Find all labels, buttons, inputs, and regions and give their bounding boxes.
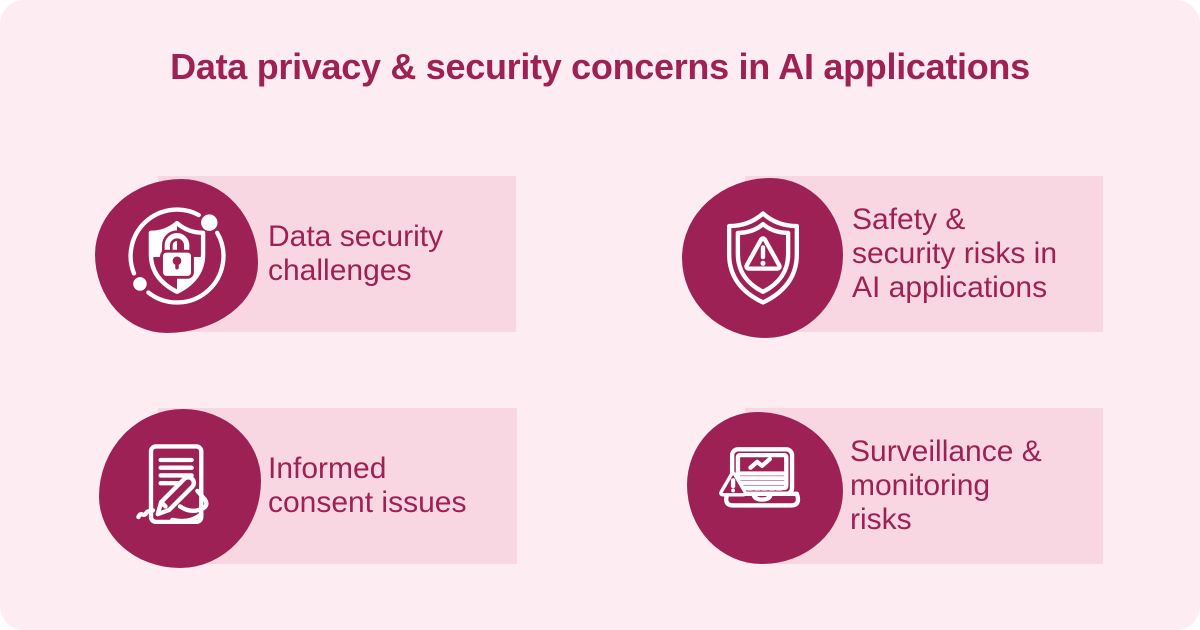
laptop-warning-icon (719, 447, 801, 508)
infographic-title: Data privacy & security concerns in AI a… (170, 46, 1030, 87)
item-blob-data-security (95, 179, 258, 333)
item-blob-informed-consent (99, 409, 261, 568)
item-blob-surveillance (687, 412, 843, 564)
document-signature-icon (136, 443, 209, 524)
item-label-safety-risks: Safety & security risks in AI applicatio… (852, 203, 1058, 304)
item-label-surveillance: Surveillance & monitoring risks (850, 435, 1042, 536)
item-label-informed-consent: Informed consent issues (268, 452, 467, 519)
item-label-data-security: Data security challenges (268, 220, 444, 287)
shield-lock-orbit-icon (127, 207, 226, 305)
shield-warning-icon (726, 211, 799, 305)
item-blob-safety-risks (682, 178, 843, 338)
